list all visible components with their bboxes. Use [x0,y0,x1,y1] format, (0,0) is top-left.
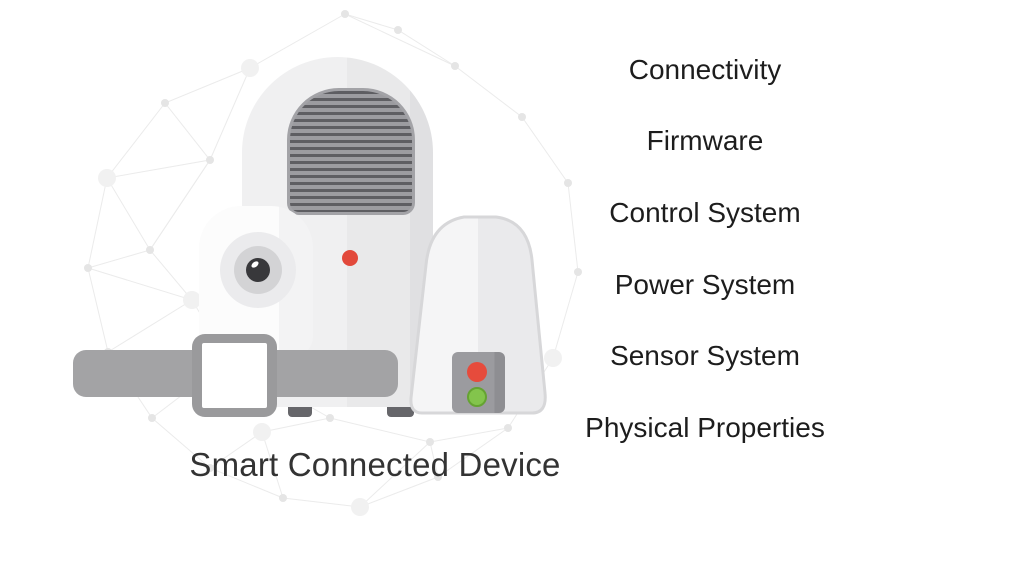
device-caption: Smart Connected Device [189,446,561,483]
watch-screen [202,343,267,408]
status-dot-icon [342,250,358,266]
property-item-sensor-system: Sensor System [610,340,800,372]
speaker-grille-icon [287,88,415,215]
led-green-icon [467,387,487,407]
device-foot [387,407,414,417]
device-foot [288,407,312,417]
property-item-connectivity: Connectivity [628,53,782,85]
led-red-icon [467,362,487,382]
property-item-physical-properties: Physical Properties [585,411,825,443]
property-list: Connectivity Firmware Control System Pow… [505,34,905,464]
property-item-power-system: Power System [614,268,796,300]
property-item-control-system: Control System [609,196,801,228]
property-item-firmware: Firmware [646,125,764,157]
speaker-grille-stripes [290,91,412,212]
